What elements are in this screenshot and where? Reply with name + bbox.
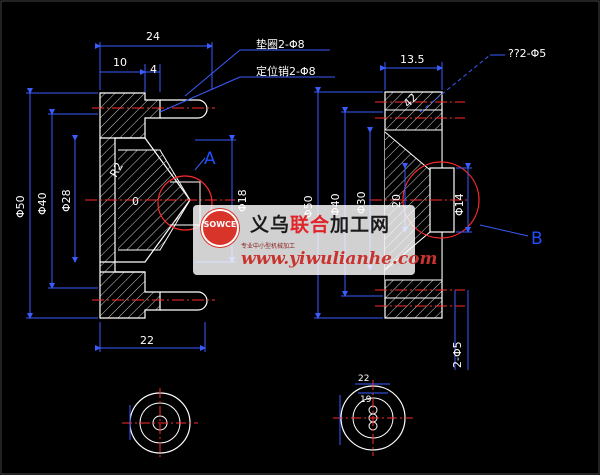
- dim-24: 24: [146, 30, 160, 43]
- callout-top-right: ??2-Φ5: [508, 47, 546, 60]
- dim-10: 10: [113, 56, 127, 69]
- callout-pin: 定位销2-Φ8: [256, 64, 316, 78]
- detail-label-a: A: [204, 149, 216, 169]
- bottom-right-end-view: 22 19: [333, 374, 413, 456]
- dim-zero: 0: [132, 195, 139, 208]
- dim-20-right: 20: [390, 194, 403, 208]
- dim-dia40-left: Φ40: [36, 192, 49, 215]
- dim-4: 4: [150, 63, 157, 76]
- watermark-tagline: 专业中小型机械加工: [241, 243, 296, 250]
- watermark-url: www.yiwulianhe.com: [241, 249, 438, 269]
- dim-2-dia5: 2-Φ5: [451, 341, 464, 368]
- brand-part-1: 义乌: [250, 214, 291, 236]
- dim-r2: R2: [107, 160, 126, 179]
- dim-dia14-right: Φ14: [453, 193, 466, 216]
- left-dimension-text: 24 10 4 22 Φ50 Φ40 Φ28 Φ18 R2 0 垫圈2-Φ8 定…: [14, 30, 316, 347]
- brand-part-3: 加工网: [330, 214, 391, 236]
- left-section-view: [85, 92, 235, 319]
- dim-dia28-left: Φ28: [60, 189, 73, 212]
- watermark-banner: SOWCE 义乌联合加工网 专业中小型机械加工 www.yiwulianhe.c…: [193, 205, 438, 275]
- dim-dia50-left: Φ50: [14, 195, 27, 218]
- watermark-seal-logo: SOWCE: [201, 209, 239, 247]
- dim-13-5: 13.5: [400, 53, 425, 66]
- watermark-brand: 义乌联合加工网: [250, 210, 390, 237]
- dim-22: 22: [140, 334, 154, 347]
- callout-washer: 垫圈2-Φ8: [256, 37, 305, 51]
- brand-part-2: 联合: [290, 214, 331, 236]
- dim-bottom-19: 19: [360, 395, 372, 405]
- dim-bottom-22: 22: [358, 374, 369, 384]
- detail-label-b: B: [531, 229, 543, 249]
- bottom-left-end-view: [122, 388, 198, 458]
- left-dimensions: [26, 42, 335, 352]
